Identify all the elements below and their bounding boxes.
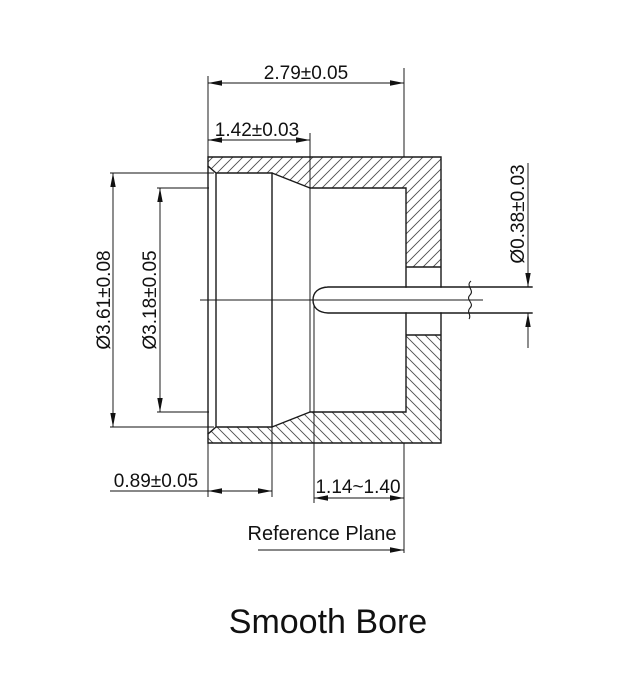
drawing-title: Smooth Bore — [229, 603, 427, 641]
body-upper-section — [208, 157, 441, 267]
dimension-lines — [110, 82, 404, 551]
dim-entry-depth-label: 0.89±0.05 — [114, 471, 198, 492]
dim-counterbore-depth-label: 1.42±0.03 — [215, 120, 299, 141]
dim-inner-bore-diameter-label: Ø3.18±0.05 — [140, 250, 161, 349]
reference-plane-label: Reference Plane — [248, 523, 397, 545]
dim-entry-bore-diameter-label: Ø3.61±0.08 — [94, 250, 115, 349]
dim-overall-depth-label: 2.79±0.05 — [264, 63, 348, 84]
body-lower-section — [208, 335, 441, 443]
dim-pin-diameter-label: Ø0.38±0.03 — [508, 164, 529, 263]
dimension-arrows — [110, 80, 531, 553]
pin-break-icon — [468, 280, 472, 320]
dim-pin-recession-label: 1.14~1.40 — [315, 477, 400, 498]
